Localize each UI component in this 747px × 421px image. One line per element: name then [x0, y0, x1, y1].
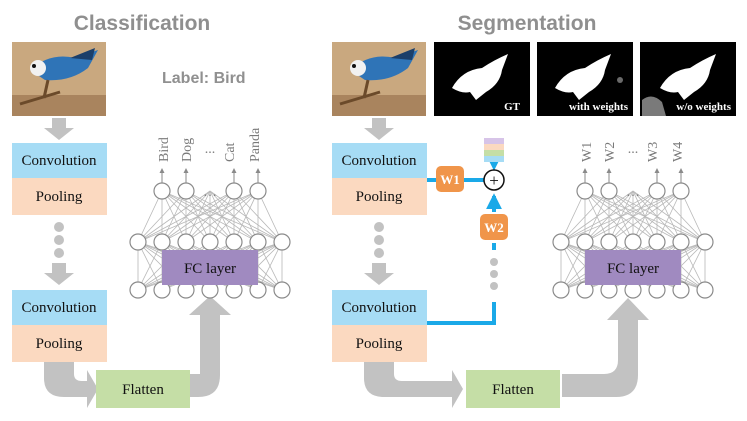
- convolution-label: Convolution: [21, 300, 97, 316]
- weight-label-w2: W2: [484, 220, 504, 235]
- hidden-node: [648, 233, 666, 251]
- class-label-bird: Bird: [157, 137, 172, 162]
- output-node: [576, 182, 594, 200]
- sum-symbol: +: [489, 171, 499, 190]
- pooling-label: Pooling: [36, 189, 83, 205]
- output-node: [672, 182, 690, 200]
- hidden-node: [624, 233, 642, 251]
- conv-pool-block-2-right: Convolution Pooling: [332, 290, 427, 362]
- mask-with-weights: with weights: [537, 42, 633, 116]
- convolution-label: Convolution: [341, 300, 417, 316]
- class-label-ellipsis: ...: [205, 142, 216, 157]
- mask-without-weights: w/o weights: [640, 42, 736, 116]
- input-photo-left: [12, 42, 106, 116]
- arrow-image-to-conv-left: [44, 118, 74, 140]
- hidden-node: [249, 233, 267, 251]
- arrow-flatten-to-fc-right: [562, 298, 649, 397]
- fc-layer-label: FC layer: [607, 261, 659, 277]
- node-ellipsis: …: [203, 185, 217, 200]
- output-node: [153, 182, 171, 200]
- fc-layer-box-right: FC layer: [585, 250, 681, 285]
- hidden-node: [576, 233, 594, 251]
- output-node: [648, 182, 666, 200]
- mask-caption-gt: GT: [504, 101, 521, 113]
- flatten-label: Flatten: [492, 382, 534, 398]
- convolution-label: Convolution: [341, 153, 417, 169]
- input-node: [696, 281, 714, 299]
- blue-dots: [490, 258, 498, 290]
- classification-heading: Classification: [74, 12, 211, 35]
- weight-output-w4: W4: [671, 142, 686, 162]
- weight-box-w2: W2: [480, 214, 508, 240]
- arrow-flatten-to-fc-left: [189, 296, 231, 397]
- label-bird: Label: Bird: [162, 70, 246, 87]
- feature-stack: [484, 138, 504, 162]
- class-label-dog: Dog: [180, 138, 195, 162]
- sum-node: +: [483, 169, 505, 191]
- vertical-dots-left: [54, 222, 64, 258]
- arrow-image-to-conv-right: [364, 118, 394, 140]
- output-node: [249, 182, 267, 200]
- arrow-dots-to-conv-right: [364, 263, 394, 285]
- class-label-panda: Panda: [248, 127, 263, 162]
- arrow-dots-to-conv-left: [44, 263, 74, 285]
- flatten-block-right: Flatten: [466, 370, 560, 408]
- flatten-label: Flatten: [122, 382, 164, 398]
- hidden-node: [201, 233, 219, 251]
- pooling-label: Pooling: [36, 336, 83, 352]
- class-output-labels: Bird Dog ... Cat Panda: [157, 127, 263, 162]
- weight-output-ellipsis: ...: [628, 142, 639, 157]
- input-node: [552, 281, 570, 299]
- hidden-node: [225, 233, 243, 251]
- conv-pool-block-1-right: Convolution Pooling: [332, 143, 427, 215]
- weight-output-w2: W2: [603, 142, 618, 162]
- hidden-node: [552, 233, 570, 251]
- convolution-label: Convolution: [21, 153, 97, 169]
- hidden-node: [153, 233, 171, 251]
- mask-gt: GT: [434, 42, 530, 116]
- hidden-node: [672, 233, 690, 251]
- pooling-label: Pooling: [356, 189, 403, 205]
- input-photo-right: [332, 42, 426, 116]
- fc-layer-box-left: FC layer: [162, 250, 258, 285]
- mask-caption-with-weights: with weights: [569, 101, 629, 113]
- hidden-node: [177, 233, 195, 251]
- segmentation-heading: Segmentation: [458, 12, 597, 35]
- hidden-node: [600, 233, 618, 251]
- input-node: [273, 281, 291, 299]
- hidden-node: [273, 233, 291, 251]
- hidden-node: [129, 233, 147, 251]
- flatten-block-left: Flatten: [96, 370, 190, 408]
- output-node: [600, 182, 618, 200]
- weight-box-w1: W1: [436, 166, 464, 192]
- vertical-dots-right: [374, 222, 384, 258]
- output-node: [225, 182, 243, 200]
- weight-label-w1: W1: [440, 172, 460, 187]
- pooling-label: Pooling: [356, 336, 403, 352]
- mask-caption-without-weights: w/o weights: [676, 101, 731, 113]
- weight-output-w1: W1: [580, 142, 595, 162]
- fc-layer-label: FC layer: [184, 261, 236, 277]
- arrow-pool-to-flatten-right: [364, 362, 463, 408]
- input-node: [129, 281, 147, 299]
- conv-pool-block-2-left: Convolution Pooling: [12, 290, 107, 362]
- class-label-cat: Cat: [223, 142, 238, 162]
- arrow-pool-to-flatten-left: [44, 362, 98, 408]
- output-node: [177, 182, 195, 200]
- node-ellipsis: …: [626, 185, 640, 200]
- weight-output-w3: W3: [646, 142, 661, 162]
- hidden-node: [696, 233, 714, 251]
- weight-output-labels: W1 W2 ... W3 W4: [580, 142, 686, 162]
- conv-pool-block-1-left: Convolution Pooling: [12, 143, 107, 215]
